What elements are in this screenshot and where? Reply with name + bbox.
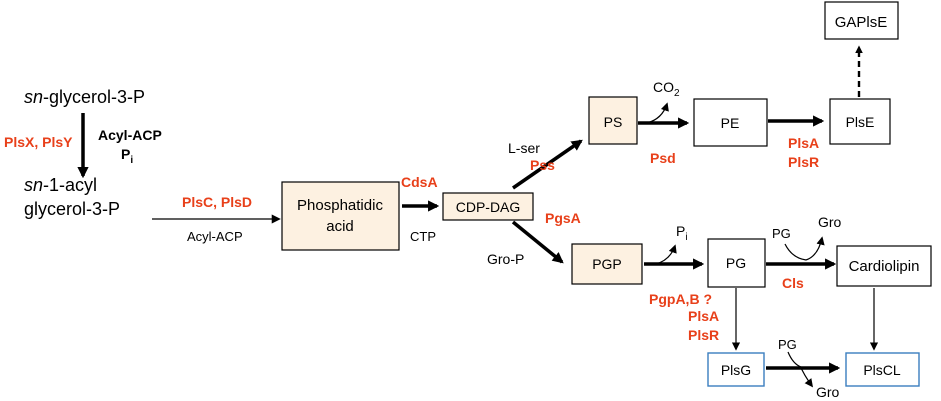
phosphatidic-line2: acid [326,218,354,235]
gro-bottom-label: Gro [816,384,840,400]
enzyme-pss: Pss [530,157,555,173]
acyl-g3p-line2: glycerol-3-P [24,199,120,219]
pg-input-curve-bottom [787,351,802,368]
arrow-cdpdag-to-ps [512,139,583,190]
pi-left: Pi [121,146,133,166]
box-plscl [845,352,920,387]
enzyme-plsc-plsd: PlsC, PlsD [182,194,252,210]
pg-small-top: PG [772,226,791,241]
plscl-label: PlsCL [863,362,901,378]
gro-top-label: Gro [818,214,842,230]
box-plse [829,98,891,145]
box-phosphatidic-acid [281,181,400,251]
enzyme-psd: Psd [650,150,676,166]
enzyme-plsa-top: PlsA [788,135,819,151]
phosphatidic-line1: Phosphatidic [297,197,383,214]
pe-label: PE [721,115,740,131]
box-pe [693,98,768,147]
acyl-acp-mid: Acyl-ACP [187,229,243,244]
g3p-label: sn-glycerol-3-P [24,87,145,107]
enzyme-pgsa: PgsA [545,210,581,226]
enzyme-plsr-bottom: PlsR [688,327,719,343]
enzyme-plsr-top: PlsR [788,154,819,170]
enzyme-plsa-bottom: PlsA [688,308,719,324]
acyl-acp-left: Acyl-ACP [98,127,162,143]
cdpdag-label: CDP-DAG [456,199,521,215]
box-ps [588,96,638,145]
enzyme-cls: Cls [782,275,804,291]
box-cardiolipin [836,245,932,287]
pi-right: Pi [676,223,688,243]
box-pgp [571,243,643,285]
grop-label: Gro-P [487,251,524,267]
gaplse-label: GAPlsE [835,14,888,31]
cardiolipin-label: Cardiolipin [849,258,920,275]
plsg-label: PlsG [721,362,751,378]
box-cdpdag [442,192,534,221]
enzyme-pgpab: PgpA,B ? [649,291,712,307]
gro-release-arrow-bottom [800,367,814,388]
pg-small-bottom: PG [778,337,797,352]
arrow-cdpdag-to-pgp [511,220,564,264]
co2-release-arrow [646,102,669,124]
co2-label: CO2 [653,79,680,99]
enzyme-plsx-plsy: PlsX, PlsY [4,134,73,150]
plse-label: PlsE [846,114,875,130]
lser-label: L-ser [508,140,540,156]
pg-label: PG [726,255,746,271]
box-pg [707,238,766,288]
pg-input-curve [784,243,807,261]
ctp-label: CTP [410,229,436,244]
box-plsg [707,352,765,387]
acyl-g3p-line1: sn-1-acyl [24,175,97,195]
enzyme-cdsa: CdsA [401,174,438,190]
pi-release-arrow [655,244,677,265]
pgp-label: PGP [592,256,622,272]
gro-release-arrow-top [805,236,825,261]
ps-label: PS [604,114,623,130]
box-gaplse [824,1,899,40]
